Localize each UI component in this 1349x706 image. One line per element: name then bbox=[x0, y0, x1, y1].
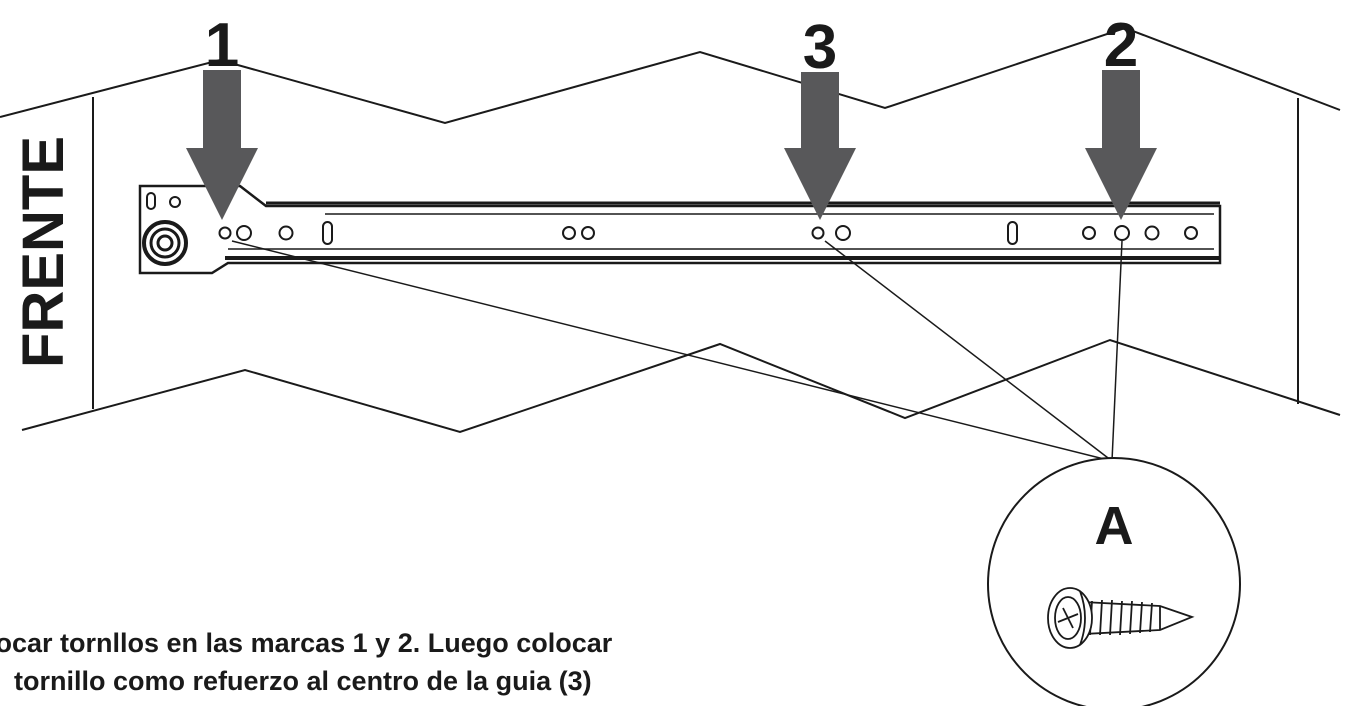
rail-body bbox=[138, 184, 1222, 275]
mounting-hole bbox=[1114, 225, 1130, 241]
roller-wheel-hub bbox=[156, 234, 174, 252]
mounting-hole bbox=[811, 226, 825, 240]
mounting-hole bbox=[581, 226, 595, 240]
leader-line bbox=[824, 240, 1113, 462]
marker-number: 1 bbox=[205, 11, 239, 80]
instruction-text: locar tornllos en las marcas 1 y 2. Lueg… bbox=[0, 624, 820, 700]
instruction-line-2: tornillo como refuerzo al centro de la g… bbox=[14, 666, 592, 696]
arrow-down-icon bbox=[784, 72, 856, 220]
bottom-break-line bbox=[21, 338, 1341, 434]
mounting-slot bbox=[1007, 221, 1018, 245]
arrow-down-icon bbox=[1085, 70, 1157, 220]
mounting-hole bbox=[835, 225, 851, 241]
arrow-down-icon bbox=[186, 70, 258, 220]
mounting-hole bbox=[218, 226, 232, 240]
roller-wheel-middle bbox=[149, 227, 181, 259]
mounting-hole bbox=[562, 226, 576, 240]
detail-circle bbox=[987, 457, 1241, 706]
marker-1: 1 bbox=[186, 11, 258, 220]
instruction-line-1: locar tornllos en las marcas 1 y 2. Lueg… bbox=[0, 628, 613, 658]
marker-2: 2 bbox=[1085, 11, 1157, 220]
marker-number: 2 bbox=[1104, 11, 1138, 80]
leader-line bbox=[1111, 240, 1123, 462]
bracket-hole bbox=[169, 196, 181, 208]
mounting-hole bbox=[1082, 226, 1096, 240]
bracket-slot bbox=[146, 192, 156, 210]
top-break-line bbox=[0, 26, 1341, 125]
marker-3: 3 bbox=[784, 13, 856, 220]
front-label: FRENTE bbox=[11, 136, 76, 368]
detail-a: A bbox=[987, 457, 1241, 706]
leader-line bbox=[231, 240, 1113, 462]
mounting-hole bbox=[1144, 225, 1160, 241]
screw-icon bbox=[1047, 587, 1195, 649]
leader-lines bbox=[231, 240, 1123, 462]
mounting-hole bbox=[1184, 226, 1198, 240]
cabinet-panel bbox=[0, 26, 1341, 434]
mounting-holes bbox=[218, 221, 1198, 245]
mounting-hole bbox=[236, 225, 252, 241]
detail-label: A bbox=[1095, 496, 1134, 556]
marker-number: 3 bbox=[803, 13, 837, 82]
drawer-slide-rail bbox=[138, 184, 1222, 275]
mounting-slot bbox=[322, 221, 333, 245]
roller-wheel-outer bbox=[142, 220, 188, 266]
mounting-hole bbox=[278, 225, 294, 241]
